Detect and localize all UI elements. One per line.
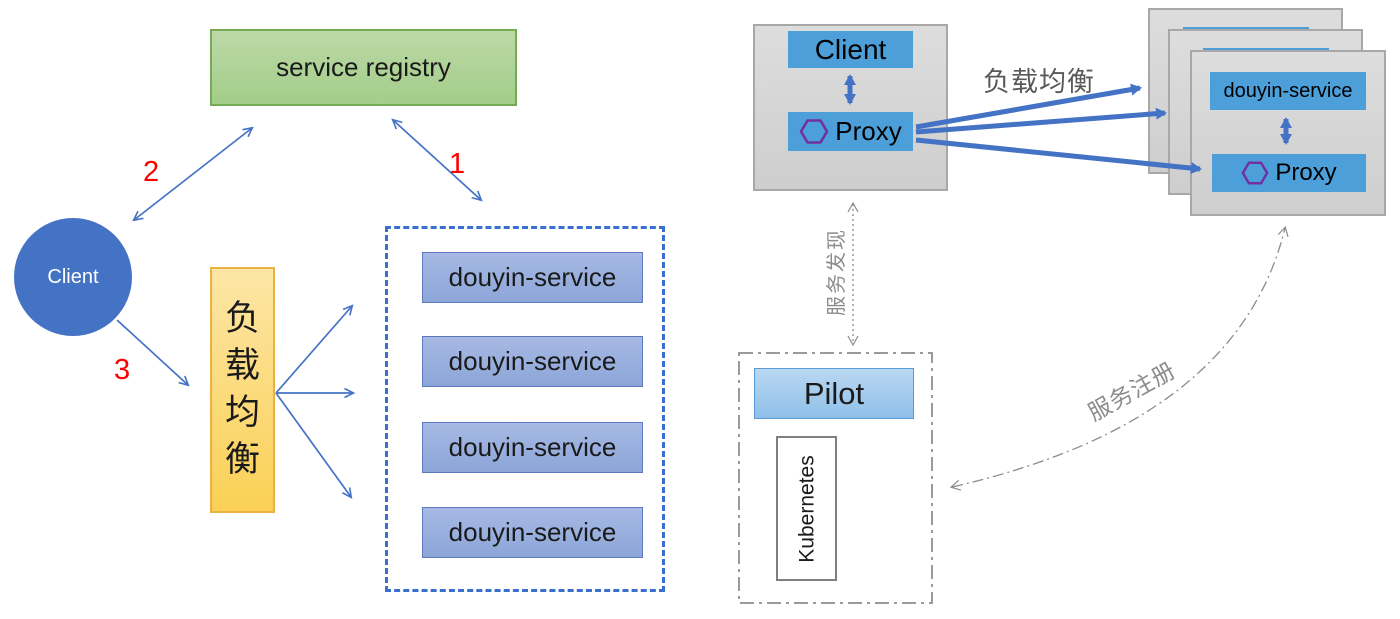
- douyin-service-label: douyin-service: [448, 517, 617, 547]
- arrow-service-registration: [949, 225, 1289, 491]
- douyin-service-label: douyin-service: [448, 432, 617, 462]
- right-client-label: Client: [814, 33, 887, 65]
- pilot-box: Pilot: [754, 368, 914, 419]
- service-registry-box: service registry: [210, 29, 517, 106]
- right-douyin-service-label: douyin-service: [1223, 79, 1353, 102]
- service-registration-label: 服务注册: [1083, 356, 1181, 426]
- right-douyin-service-box: douyin-service: [1210, 72, 1366, 110]
- right-service-proxy-label: Proxy: [1275, 159, 1337, 186]
- douyin-service-box-2: douyin-service: [422, 336, 643, 387]
- service-registry-label: service registry: [276, 52, 451, 82]
- arrow-lb-service-1: [275, 304, 354, 394]
- douyin-service-label: douyin-service: [448, 346, 617, 376]
- arrow-proxy-pod-2: [915, 107, 1167, 135]
- douyin-service-label: douyin-service: [448, 262, 617, 292]
- douyin-service-box-3: douyin-service: [422, 422, 643, 473]
- client-label: Client: [47, 265, 99, 288]
- hexagon-icon: [799, 119, 829, 144]
- hexagon-icon: [1241, 161, 1269, 185]
- arrow-registry-services: [391, 118, 483, 202]
- service-pod-panel-front: douyin-service Proxy: [1190, 50, 1386, 216]
- load-balancer-label: 负载均衡: [224, 299, 260, 479]
- step-3-label: 3: [114, 354, 131, 386]
- client-circle: Client: [14, 218, 132, 336]
- right-client-box: Client: [788, 31, 913, 68]
- pilot-label: Pilot: [803, 375, 865, 411]
- service-cluster-container: douyin-service douyin-service douyin-ser…: [385, 226, 665, 592]
- right-service-proxy-box: Proxy: [1212, 154, 1366, 192]
- kubernetes-label: Kubernetes: [795, 455, 819, 563]
- right-proxy-box: Proxy: [788, 112, 913, 151]
- load-balance-arrow-label: 负载均衡: [983, 67, 1095, 97]
- douyin-service-box-1: douyin-service: [422, 252, 643, 303]
- step-2-label: 2: [143, 156, 160, 188]
- arrow-lb-service-3: [275, 392, 353, 499]
- right-proxy-label: Proxy: [835, 116, 902, 146]
- service-discovery-label: 服务发现: [826, 228, 848, 316]
- load-balancer-box: 负载均衡: [210, 267, 275, 513]
- douyin-service-box-4: douyin-service: [422, 507, 643, 558]
- step-1-label: 1: [449, 148, 466, 180]
- kubernetes-box: Kubernetes: [776, 436, 837, 581]
